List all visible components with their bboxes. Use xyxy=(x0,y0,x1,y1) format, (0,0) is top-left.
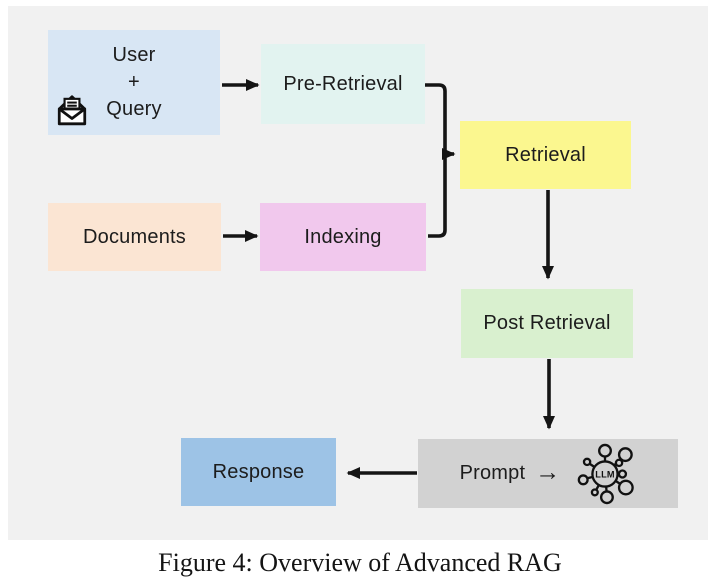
node-prompt-label: Prompt xyxy=(459,462,526,484)
node-response: Response xyxy=(181,438,336,506)
node-user-query-line1: User xyxy=(112,44,156,66)
node-response-label: Response xyxy=(212,460,305,483)
node-prompt: Prompt → xyxy=(418,439,678,508)
figure-caption: Figure 4: Overview of Advanced RAG xyxy=(158,548,562,577)
node-retrieval: Retrieval xyxy=(460,121,631,189)
node-post-retrieval: Post Retrieval xyxy=(461,289,633,358)
node-retrieval-label: Retrieval xyxy=(505,143,586,166)
node-user-query-line3: Query xyxy=(106,98,162,120)
node-documents: Documents xyxy=(48,203,221,271)
node-documents-label: Documents xyxy=(83,225,186,248)
llm-icon-label: LLM xyxy=(596,469,616,479)
node-pre-retrieval: Pre-Retrieval xyxy=(261,44,425,124)
diagram-panel: User + Query xyxy=(8,6,708,540)
node-pre-retrieval-label: Pre-Retrieval xyxy=(283,72,403,95)
node-indexing: Indexing xyxy=(260,203,426,271)
node-user-query: User + Query xyxy=(48,30,220,135)
node-user-query-line2: + xyxy=(128,71,140,93)
node-post-retrieval-label: Post Retrieval xyxy=(483,312,611,334)
envelope-icon xyxy=(55,93,89,127)
right-arrow-glyph: → xyxy=(535,458,561,486)
node-indexing-label: Indexing xyxy=(304,225,382,248)
edge-merge-elbow xyxy=(425,83,447,238)
llm-icon: LLM xyxy=(574,443,636,505)
